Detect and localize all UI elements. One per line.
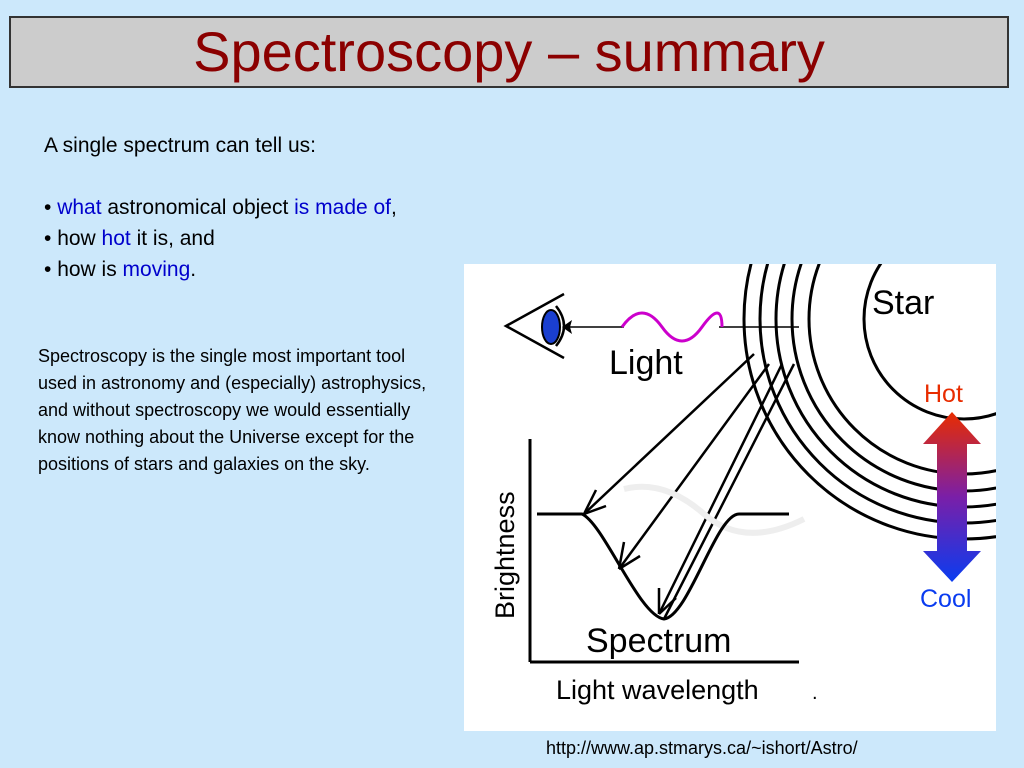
bullet-marker: • (44, 258, 58, 281)
eye-iris (541, 309, 561, 345)
bullet-text-end: . (190, 258, 197, 281)
eye-lid (503, 292, 565, 360)
bullet-text: how is (57, 258, 123, 281)
ghost-wave (623, 483, 806, 536)
bullet-marker: • (44, 196, 58, 219)
brightness-label: Brightness (490, 491, 520, 619)
intro-lead: A single spectrum can tell us: (44, 134, 316, 157)
slide-title: Spectroscopy – summary (193, 20, 825, 83)
title-box: Spectroscopy – summary (9, 16, 1009, 88)
spectroscopy-diagram: Star Light Brightness (490, 264, 996, 705)
light-wave (620, 311, 724, 343)
source-url: http://www.ap.stmarys.ca/~ishort/Astro/ (546, 738, 858, 758)
ray-arrow-1 (583, 353, 755, 515)
bullet-text: how (57, 227, 102, 250)
highlight-moving: moving (122, 258, 191, 281)
ray-arrowhead-1 (582, 489, 607, 516)
bullet-motion: • how is moving. (44, 254, 397, 285)
bullet-composition: • what astronomical object is made of, (44, 192, 397, 223)
bullet-marker: • (44, 227, 58, 250)
spacer (44, 161, 397, 192)
bullet-text-end: , (391, 196, 397, 219)
cool-label: Cool (920, 585, 971, 613)
intro-block: A single spectrum can tell us: • what as… (44, 130, 397, 285)
eye-icon (503, 292, 572, 360)
spectrum-label: Spectrum (586, 622, 732, 660)
ray-arrow-4 (662, 363, 796, 620)
bullet-text-end: it is, and (130, 227, 215, 250)
highlight-what: what (57, 196, 102, 219)
description-paragraph: Spectroscopy is the single most importan… (38, 346, 427, 474)
spectrum-axes (528, 439, 799, 664)
stray-dot: . (812, 682, 818, 704)
temperature-arrow-icon (923, 412, 981, 582)
spectroscopy-figure: Star Light Brightness (464, 264, 996, 731)
bullet-temperature: • how hot it is, and (44, 223, 397, 254)
light-label: Light (609, 344, 683, 382)
highlight-hot: hot (101, 227, 131, 250)
wavelength-label: Light wavelength (556, 675, 759, 705)
highlight-made-of: is made of (294, 196, 392, 219)
star-shell-1 (862, 264, 996, 421)
star-label: Star (872, 284, 934, 322)
absorption-spectrum-line (537, 512, 789, 621)
hot-label: Hot (924, 380, 963, 408)
ray-arrow-2 (617, 363, 771, 570)
ray-arrows (582, 353, 796, 620)
ray-arrow-3 (657, 363, 784, 615)
bullet-text: astronomical object (101, 196, 295, 219)
